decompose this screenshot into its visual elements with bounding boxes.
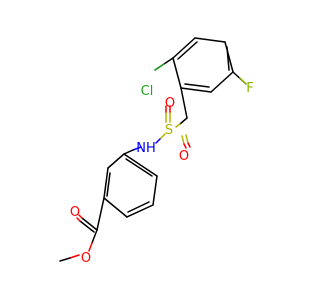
bond-double-inner xyxy=(226,46,230,71)
bond-ring-ch2 xyxy=(180,87,188,119)
atom-o2-label: O xyxy=(179,149,189,164)
bond-carbonyl-o2-red xyxy=(76,217,81,222)
bond-double-inner xyxy=(106,172,111,197)
bond xyxy=(103,167,109,199)
atom-f-label: F xyxy=(246,81,253,96)
bond-ch2-s-colored xyxy=(175,123,181,128)
atom-o1-label: O xyxy=(165,96,175,111)
bond-c-oester xyxy=(91,229,98,244)
atom-s-label: S xyxy=(165,123,173,138)
molecule-diagram: Cl F S O O NH O O xyxy=(59,37,254,266)
bond xyxy=(172,57,182,89)
bond-o-me xyxy=(59,257,71,262)
bond-ring-carbonyl xyxy=(96,197,105,231)
bond-double-inner xyxy=(177,41,198,60)
bond-ring-cl-colored xyxy=(154,63,165,71)
bond-carbonyl-o xyxy=(81,217,98,231)
bond xyxy=(126,204,154,218)
bond xyxy=(107,153,125,169)
bond-s-o2 xyxy=(181,135,185,145)
atom-o-carbonyl-label: O xyxy=(70,205,80,220)
bonds xyxy=(59,37,247,262)
atom-nh-label: NH xyxy=(136,141,156,156)
atom-o-ester-label: O xyxy=(81,251,91,266)
bond xyxy=(210,71,234,93)
bond xyxy=(180,87,212,93)
bond-s-n-blue xyxy=(155,138,161,144)
bond-n-ring-blue xyxy=(132,146,142,151)
bond-n-ring xyxy=(123,149,134,155)
bond xyxy=(194,37,226,43)
bond xyxy=(152,175,158,206)
bond-carbonyl-o2 xyxy=(79,220,95,233)
bond-carbonyl-o-red xyxy=(78,214,83,219)
bond-ch2-s xyxy=(179,117,188,125)
bond-s-o2-red xyxy=(183,143,187,149)
bond-s-o2b xyxy=(185,134,189,144)
bond-double-inner xyxy=(184,83,210,88)
bond xyxy=(103,197,128,218)
bond xyxy=(123,153,158,177)
bond-o-me-red xyxy=(69,254,80,259)
bond xyxy=(172,37,196,59)
atom-cl-label: Cl xyxy=(141,84,154,99)
bond-c-oester-red xyxy=(88,242,93,252)
bond-ring-f-colored xyxy=(239,77,247,85)
bond-double-inner xyxy=(125,158,153,177)
bond-double-inner xyxy=(127,201,150,213)
structure-drawing: Cl F S O O NH O O xyxy=(59,37,254,266)
bond-s-o2b-red xyxy=(187,142,191,148)
bond-s-n xyxy=(159,133,166,140)
